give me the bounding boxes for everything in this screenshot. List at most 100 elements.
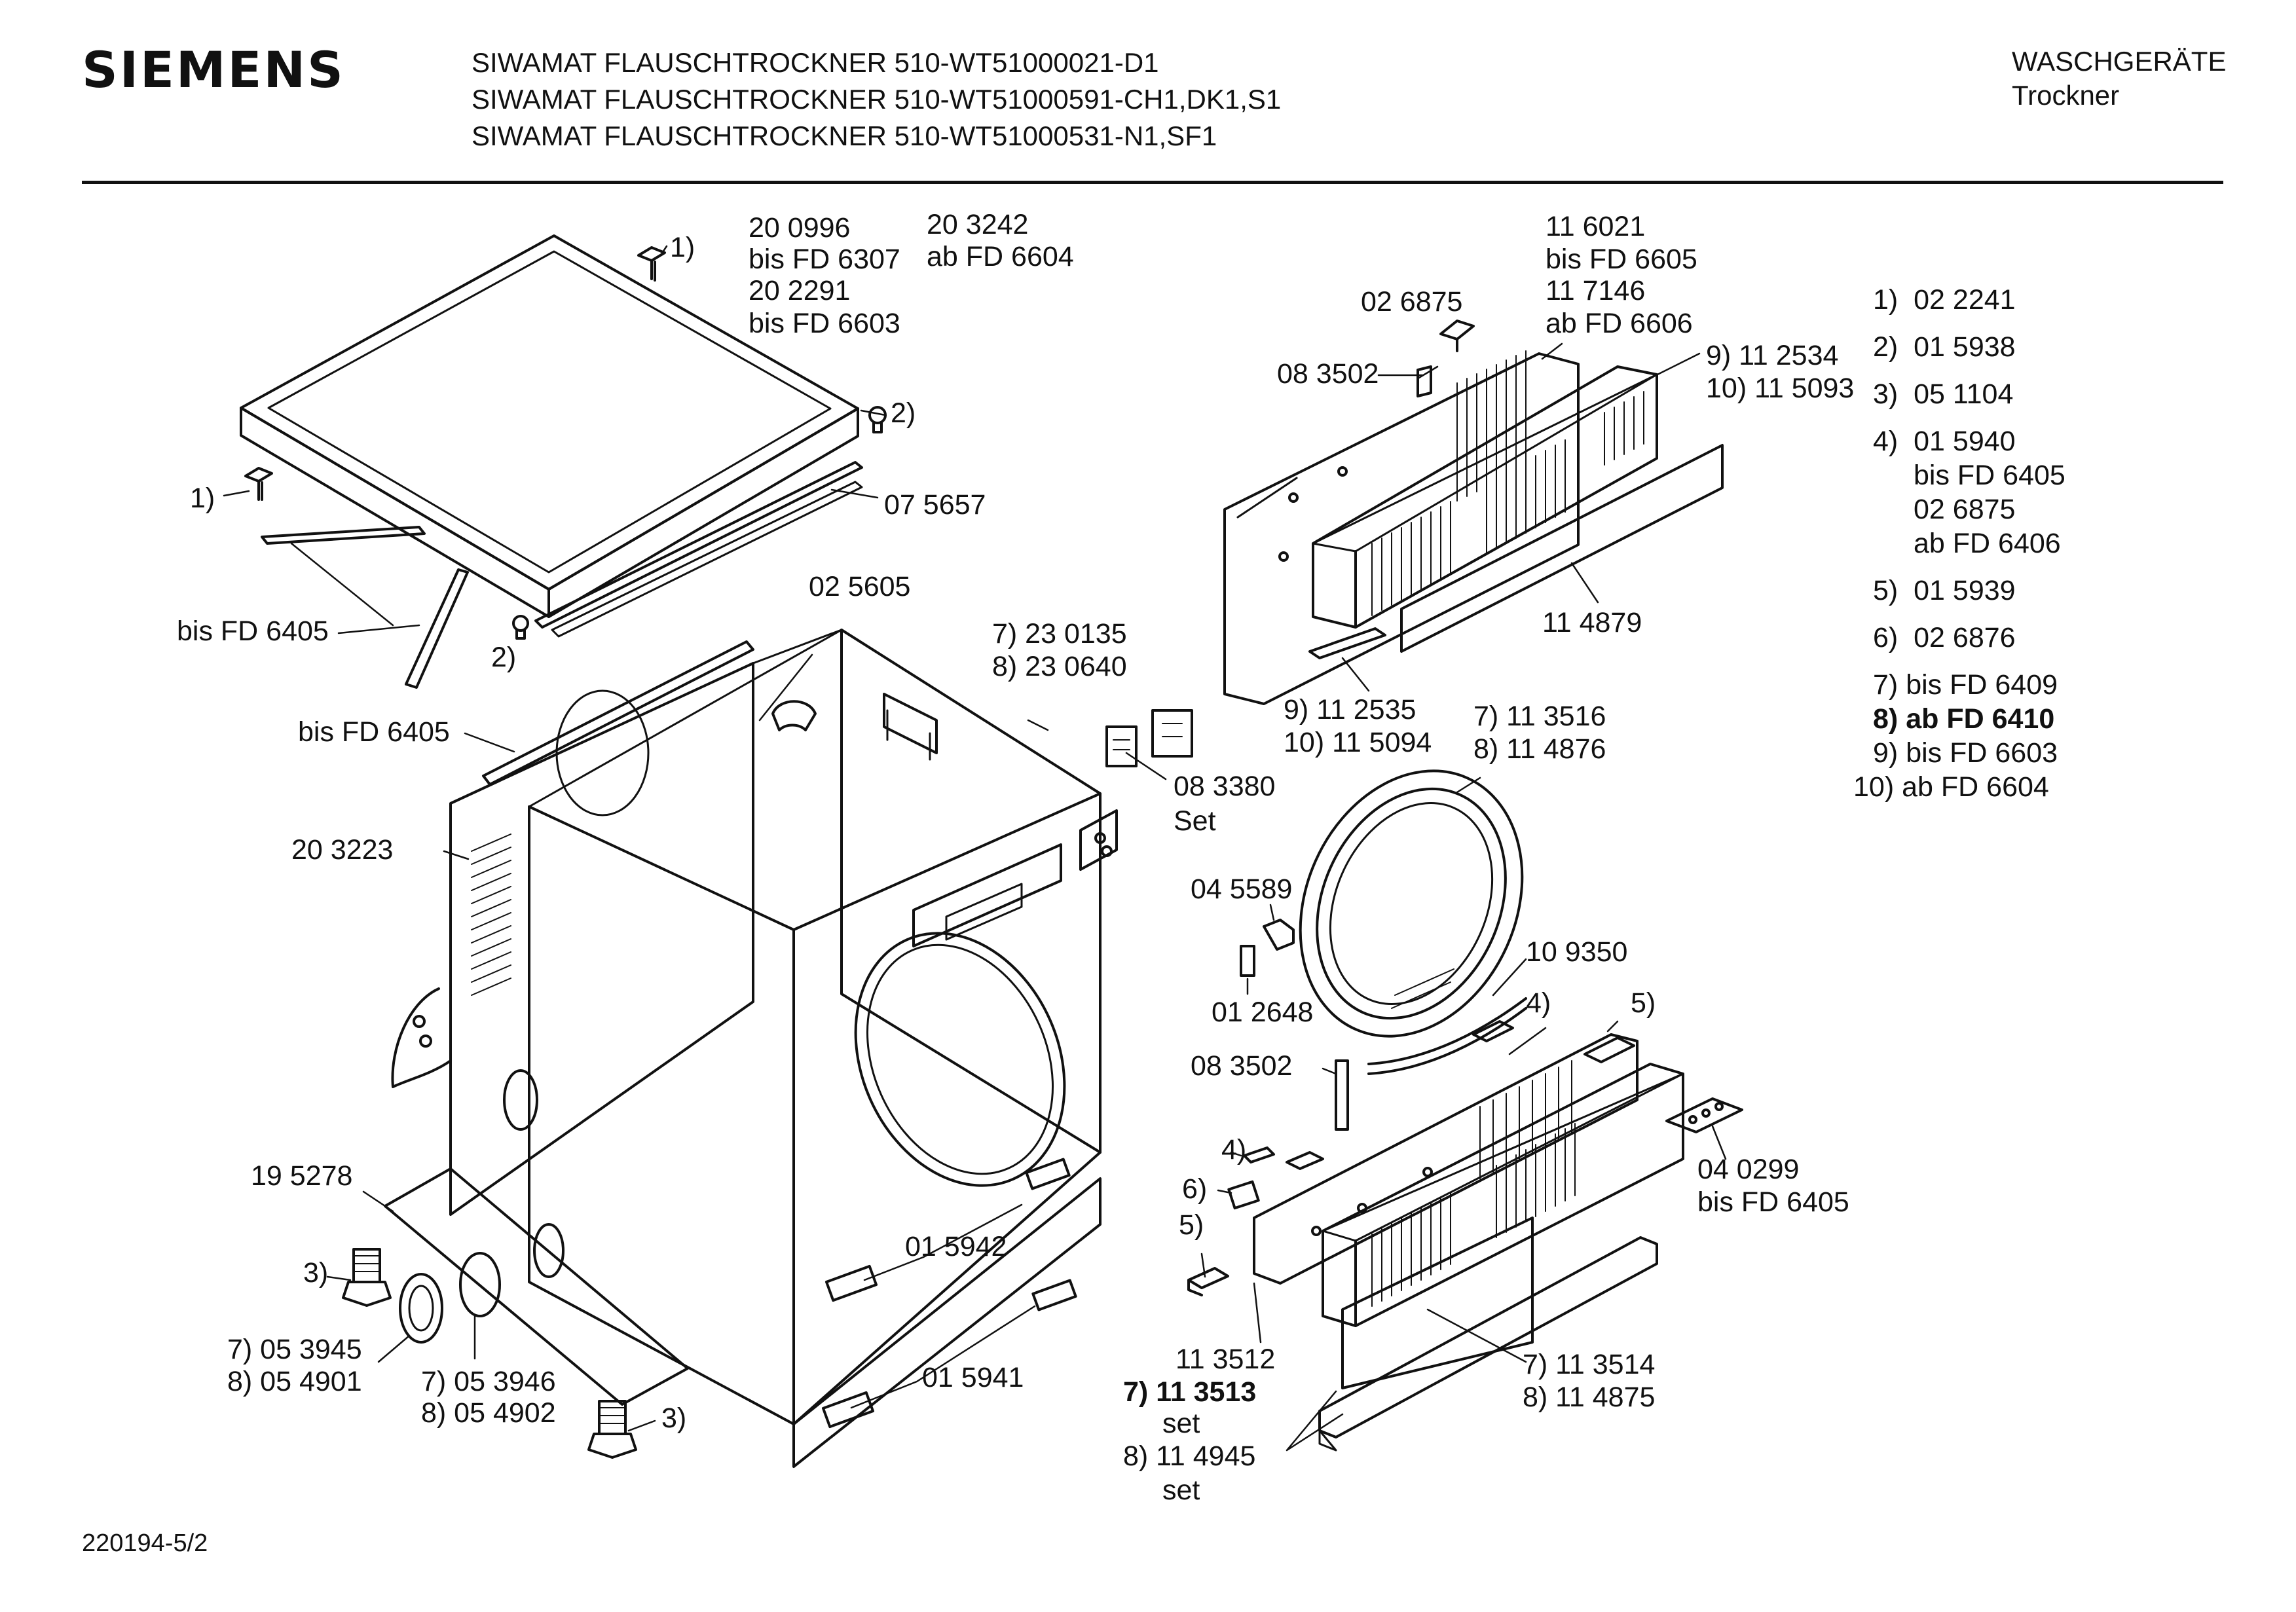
label-8-114875: 8) 11 4875 — [1523, 1382, 1655, 1413]
brand-logo: SIEMENS — [82, 41, 345, 99]
label-083502-bottom: 08 3502 — [1191, 1050, 1292, 1082]
door-ring-part — [1299, 769, 1524, 1038]
cabinet-part — [384, 629, 1102, 1468]
label-7-113514: 7) 11 3514 — [1523, 1349, 1655, 1380]
legend-row: 9) bis FD 6603 — [1873, 737, 2058, 769]
legend-row: ab FD 6406 — [1914, 528, 2061, 559]
label-footnote-1-top: 1) — [670, 232, 695, 263]
base-trim-part — [1318, 1236, 1658, 1452]
hose-plate-part — [391, 987, 538, 1131]
label-117146: 11 7146 — [1546, 275, 1645, 306]
label-footnote-2-right: 2) — [891, 397, 916, 429]
label-bis-fd-6605: bis FD 6605 — [1546, 244, 1697, 275]
label-8-114876: 8) 11 4876 — [1473, 733, 1606, 765]
document-id: 220194-5/2 — [82, 1530, 208, 1557]
legend-row: 3) 05 1104 — [1873, 378, 2014, 410]
label-footnote-4-top: 4) — [1526, 987, 1551, 1019]
label-bis-fd-6405-b: bis FD 6405 — [298, 716, 450, 748]
label-075657: 07 5657 — [884, 489, 986, 521]
hinge-bracket-part-2 — [1079, 809, 1118, 871]
label-set-2: set — [1162, 1408, 1200, 1439]
panel-strip-part — [1341, 1217, 1534, 1389]
back-panel-rail-part — [482, 640, 754, 786]
label-8-230640: 8) 23 0640 — [992, 651, 1127, 682]
model-titles: SIWAMAT FLAUSCHTROCKNER 510-WT51000021-D… — [472, 45, 1281, 155]
subcategory: Trockner — [2012, 80, 2120, 111]
label-footnote-3-a: 3) — [303, 1257, 328, 1289]
label-200996: 20 0996 — [749, 212, 850, 244]
header-rule — [82, 181, 2223, 184]
fascia-bottom-part — [1322, 1063, 1684, 1327]
legend-row: 02 6875 — [1914, 494, 2016, 525]
legend-row: 4) 01 5940 — [1873, 426, 2016, 457]
label-083380: 08 3380 — [1174, 771, 1275, 802]
control-panel-top-part — [1223, 350, 1580, 705]
label-footnote-6: 6) — [1182, 1173, 1207, 1205]
label-9-112534: 9) 11 2534 — [1706, 340, 1838, 371]
label-7-113513: 7) 11 3513 — [1123, 1376, 1256, 1408]
label-footnote-3-b: 3) — [661, 1402, 686, 1434]
label-025605: 02 5605 — [809, 571, 910, 602]
leader-lines — [223, 245, 1727, 1452]
switch-clip-parts — [1187, 1020, 1635, 1296]
support-rail-part — [261, 526, 469, 689]
cover-plate-part — [1665, 1097, 1743, 1133]
adjustable-foot-part — [342, 1248, 637, 1459]
label-footnote-4-bottom: 4) — [1221, 1134, 1246, 1165]
top-cover-part — [240, 234, 859, 618]
door-seal-part — [1367, 997, 1527, 1075]
label-015941: 01 5941 — [922, 1362, 1024, 1393]
legend-row: 7) bis FD 6409 — [1873, 669, 2058, 701]
label-7-053946: 7) 05 3946 — [421, 1366, 556, 1397]
label-set-1: Set — [1174, 805, 1216, 837]
part-labels: 20 0996 bis FD 6307 20 2291 bis FD 6603 … — [177, 209, 1854, 1506]
label-footnote-5-bottom: 5) — [1179, 1209, 1204, 1241]
model-title-3: SIWAMAT FLAUSCHTROCKNER 510-WT51000531-N… — [472, 120, 1217, 151]
label-114879: 11 4879 — [1542, 607, 1642, 638]
legend-row: 10) ab FD 6604 — [1853, 771, 2049, 803]
legend-row: 5) 01 5939 — [1873, 575, 2016, 606]
label-bis-fd-6603: bis FD 6603 — [749, 308, 900, 339]
label-bis-fd-6307: bis FD 6307 — [749, 244, 900, 275]
label-ab-fd-6604: ab FD 6604 — [927, 241, 1074, 272]
label-202291: 20 2291 — [749, 275, 850, 306]
fascia-cover-part — [1400, 444, 1724, 653]
label-10-115093: 10) 11 5093 — [1706, 373, 1854, 404]
legend-row: 6) 02 6876 — [1873, 622, 2016, 653]
label-footnote-2-bottom: 2) — [491, 642, 516, 673]
fascia-clip-part — [1308, 627, 1386, 659]
legend-row: bis FD 6405 — [1914, 460, 2065, 491]
hinge-bracket-part — [244, 246, 666, 501]
label-045589: 04 5589 — [1191, 873, 1292, 905]
label-footnote-5-top: 5) — [1631, 987, 1656, 1019]
label-116021: 11 6021 — [1546, 211, 1645, 242]
fascia-top-part — [1312, 365, 1658, 629]
clip-part-top — [1416, 320, 1475, 397]
label-ab-fd-6606: ab FD 6606 — [1546, 308, 1693, 339]
label-113512: 11 3512 — [1176, 1344, 1275, 1375]
label-203223: 20 3223 — [291, 834, 393, 866]
label-203242: 20 3242 — [927, 209, 1028, 240]
label-7-230135: 7) 23 0135 — [992, 618, 1127, 650]
label-set-3: set — [1162, 1475, 1200, 1506]
label-026875: 02 6875 — [1361, 286, 1462, 318]
label-bis-fd-6405-right: bis FD 6405 — [1697, 1186, 1849, 1218]
footnote-legend: 1) 02 2241 2) 01 5938 3) 05 1104 4) 01 5… — [1853, 283, 2065, 804]
category-block: WASCHGERÄTE Trockner — [2012, 45, 2226, 113]
label-8-114945: 8) 11 4945 — [1123, 1440, 1255, 1472]
label-9-112535: 9) 11 2535 — [1284, 694, 1416, 725]
category: WASCHGERÄTE — [2012, 46, 2227, 77]
label-012648: 01 2648 — [1212, 997, 1313, 1028]
legend-row: 1) 02 2241 — [1873, 284, 2016, 316]
label-015942: 01 5942 — [905, 1231, 1007, 1262]
label-040299: 04 0299 — [1697, 1154, 1799, 1185]
label-footnote-1-left: 1) — [190, 483, 215, 514]
label-195278: 19 5278 — [251, 1160, 352, 1192]
label-bis-fd-6405-a: bis FD 6405 — [177, 615, 329, 647]
terminal-block-part — [1105, 709, 1193, 767]
label-083502-top: 08 3502 — [1277, 358, 1379, 390]
label-7-113516: 7) 11 3516 — [1473, 701, 1606, 732]
model-title-1: SIWAMAT FLAUSCHTROCKNER 510-WT51000021-D… — [472, 47, 1159, 78]
label-109350: 10 9350 — [1526, 936, 1627, 968]
